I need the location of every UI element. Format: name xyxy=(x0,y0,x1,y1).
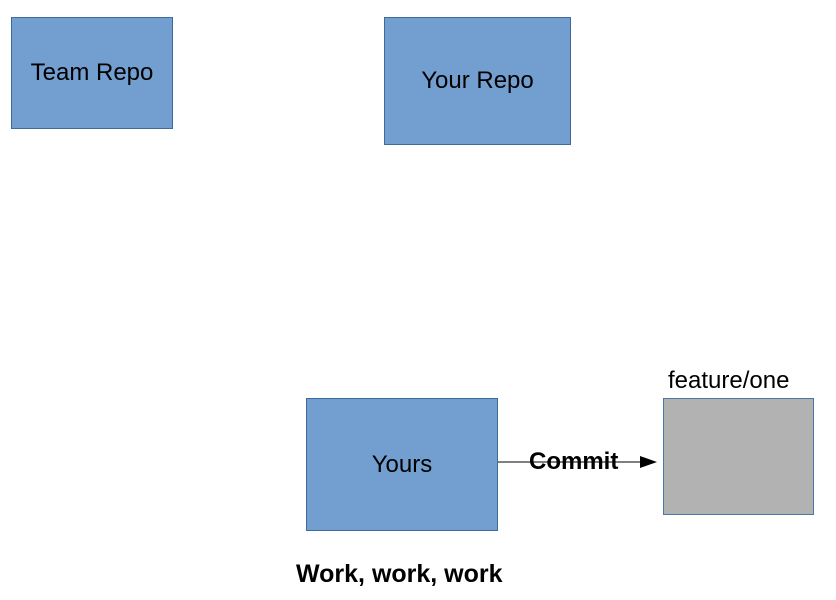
commit-arrow-head xyxy=(640,456,657,468)
feature-branch-box xyxy=(663,398,814,515)
yours-box: Yours xyxy=(306,398,498,531)
yours-label: Yours xyxy=(371,450,433,478)
caption: Work, work, work xyxy=(296,560,503,588)
team-repo-box: Team Repo xyxy=(11,17,173,129)
your-repo-label: Your Repo xyxy=(421,67,534,94)
feature-branch-label: feature/one xyxy=(668,367,790,394)
commit-label: Commit xyxy=(529,448,619,475)
team-repo-label: Team Repo xyxy=(30,59,154,86)
your-repo-box: Your Repo xyxy=(384,17,571,145)
